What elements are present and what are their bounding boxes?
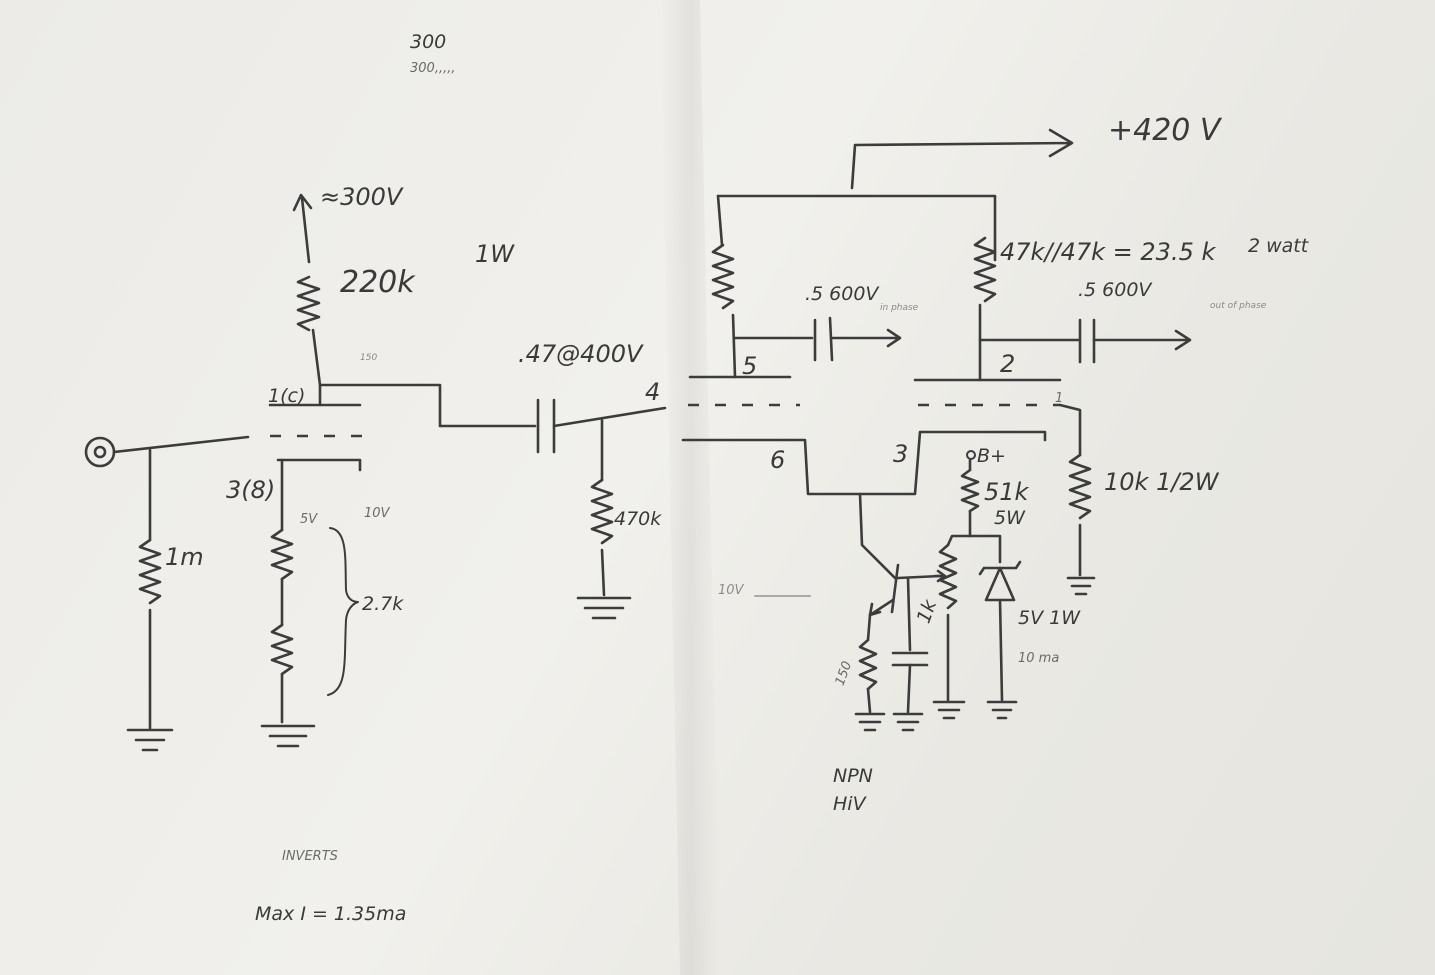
label-470k: 470k (614, 508, 662, 530)
cap-05-a-plate-b (828, 316, 834, 362)
base-wire (896, 574, 942, 580)
label-47k-power: 2 watt (1248, 235, 1310, 257)
label-2-7k: 2.7k (362, 593, 404, 615)
resistor-cathode-1 (270, 528, 294, 581)
coupling-wire (552, 406, 667, 428)
arrow-300v (292, 193, 313, 264)
label-51k: 51k (984, 478, 1030, 506)
label-approx-300v: ≈300V (320, 183, 404, 211)
zener-to-ground-wire (998, 598, 1004, 702)
note-in-phase: in phase (880, 303, 919, 313)
ground-symbol-5 (854, 712, 886, 732)
label-cap-047: .47@400V (518, 340, 644, 368)
note-10v-left: 10V (364, 506, 391, 521)
ground-symbol-8 (986, 700, 1018, 720)
resistor-right-plate (973, 236, 997, 303)
resistor-51k (960, 468, 980, 513)
b-plus-arrow (850, 128, 1074, 190)
top-note-1: 300 (410, 31, 446, 53)
b-plus-bus (716, 194, 997, 262)
ground-symbol-1 (126, 728, 174, 752)
resistor-cathode-2 (270, 623, 294, 676)
note-150: 150 (360, 353, 377, 363)
top-note-2: 300,,,,, (410, 61, 455, 76)
input-jack (84, 436, 116, 468)
input-wire (112, 435, 250, 454)
emitter-wire (866, 613, 872, 642)
470k-to-ground-wire (600, 548, 606, 597)
note-max-current: Max I = 1.35ma (255, 903, 406, 925)
v1-b-plus-wire (311, 328, 322, 387)
ground-symbol-4 (1066, 576, 1096, 596)
v1-plate-wire (318, 383, 537, 428)
npn-base-bar (890, 563, 900, 614)
label-pin-1-right: 1 (1055, 391, 1063, 406)
label-47k-parallel: 47k//47k = 23.5 k (1000, 238, 1216, 266)
tail-wire (858, 492, 897, 580)
label-pin-3: 3(8) (226, 476, 275, 504)
label-220k-power: 1W (475, 240, 515, 268)
ground-symbol-3 (576, 596, 632, 620)
label-1m: 1m (165, 543, 204, 571)
resistor-1m (138, 538, 162, 605)
note-out-of-phase: out of phase (1210, 301, 1267, 311)
v2-cathode-wire (681, 430, 1047, 496)
npn-emitter (868, 598, 895, 617)
label-pin-6: 6 (770, 446, 785, 474)
label-zener-current: 10 ma (1018, 651, 1059, 666)
label-pin-5: 5 (742, 352, 757, 380)
resistor-220k (296, 275, 321, 332)
ground-symbol-7 (932, 700, 966, 720)
left-plate-load-wire (716, 194, 724, 247)
label-pin-4: 4 (645, 378, 660, 406)
note-inverts: INVERTS (282, 849, 338, 864)
zener-diode (978, 560, 1022, 602)
label-220k: 220k (340, 265, 416, 300)
label-cap-05-b: .5 600V (1078, 279, 1153, 301)
label-pin-1: 1(c) (268, 385, 305, 407)
label-npn: NPN (833, 765, 873, 787)
label-150: 150 (833, 659, 856, 687)
pot-wiper-arrow (933, 569, 947, 583)
label-b-plus-420: +420 V (1108, 113, 1223, 148)
150-to-ground-wire (866, 687, 872, 714)
label-pin-2: 2 (1000, 350, 1015, 378)
label-51k-power: 5W (994, 507, 1026, 529)
note-5v: 5V (300, 512, 318, 527)
ground-symbol-2 (260, 724, 316, 748)
label-pot-1k: 1k (913, 596, 942, 626)
label-hiv: HiV (833, 793, 868, 815)
label-10k: 10k 1/2W (1104, 468, 1220, 496)
label-zener: 5V 1W (1018, 607, 1081, 629)
base-cap-wire (906, 576, 912, 652)
resistor-left-plate (711, 243, 735, 310)
resistor-10k (1068, 453, 1092, 520)
bias-node-wire (946, 534, 1002, 564)
right-grid-wire (1058, 403, 1082, 457)
resistor-150 (858, 638, 878, 691)
ground-symbol-6 (892, 712, 924, 732)
b-plus-node (966, 450, 976, 460)
label-b-plus: B+ (977, 445, 1006, 467)
note-10v-mid: 10V (718, 583, 745, 598)
label-pin-3-right: 3 (893, 440, 908, 468)
left-plate-wire (731, 313, 737, 379)
brace-27k (327, 527, 359, 696)
v1-cathode (276, 458, 362, 472)
arrow-out-of-phase (1092, 329, 1192, 351)
resistor-470k (590, 478, 614, 545)
arrow-in-phase (830, 328, 902, 348)
pot-1k (938, 543, 958, 610)
base-cap-to-ground-wire (906, 663, 912, 714)
label-cap-05-a: .5 600V (805, 283, 880, 305)
